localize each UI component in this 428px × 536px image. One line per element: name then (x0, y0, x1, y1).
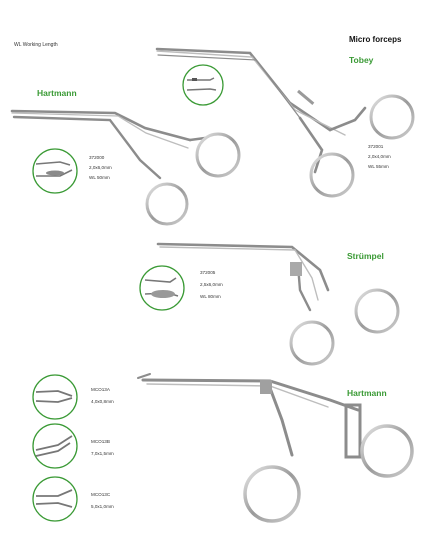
hartmann-large-forceps-image (137, 373, 414, 523)
product-code: 372001 (368, 144, 384, 149)
hartmann-tip-detail (32, 148, 78, 194)
product-size: 7,0x1,5mm (91, 451, 114, 456)
product-working-length: WL 50mm (89, 175, 110, 180)
product-size: 4,0x0,8mm (91, 399, 114, 404)
strumpel-forceps-image (156, 242, 400, 366)
hartmann-forceps-image (10, 109, 241, 226)
product-code: 372005 (200, 270, 216, 275)
strumpel-tip-detail (139, 265, 185, 311)
mco13a-tip-detail (32, 374, 78, 420)
product-code: MCO13A (91, 387, 110, 392)
product-name-strumpel: Strümpel (347, 251, 384, 261)
product-size: 2,0x4,0mm (368, 154, 391, 159)
mco13c-tip-detail (32, 476, 78, 522)
product-code: MCO13B (91, 439, 110, 444)
product-working-length: WL 55mm (368, 164, 389, 169)
mco13b-tip-detail (32, 423, 78, 469)
legend: WL Working Length (14, 42, 58, 48)
product-name-hartmann: Hartmann (37, 88, 77, 98)
product-name-hartmann-large: Hartmann (347, 388, 387, 398)
page-title: Micro forceps (349, 35, 402, 44)
product-size: 2,0x6,0mm (89, 165, 112, 170)
product-code: 372000 (89, 155, 105, 160)
product-size: 5,0x1,0mm (91, 504, 114, 509)
product-size: 2,5x6,0mm (200, 282, 223, 287)
product-name-tobey: Tobey (349, 55, 374, 65)
product-code: MCO13C (91, 492, 111, 497)
tobey-forceps-image (155, 47, 415, 198)
product-working-length: WL 80mm (200, 294, 221, 299)
tobey-tip-detail (182, 64, 224, 106)
